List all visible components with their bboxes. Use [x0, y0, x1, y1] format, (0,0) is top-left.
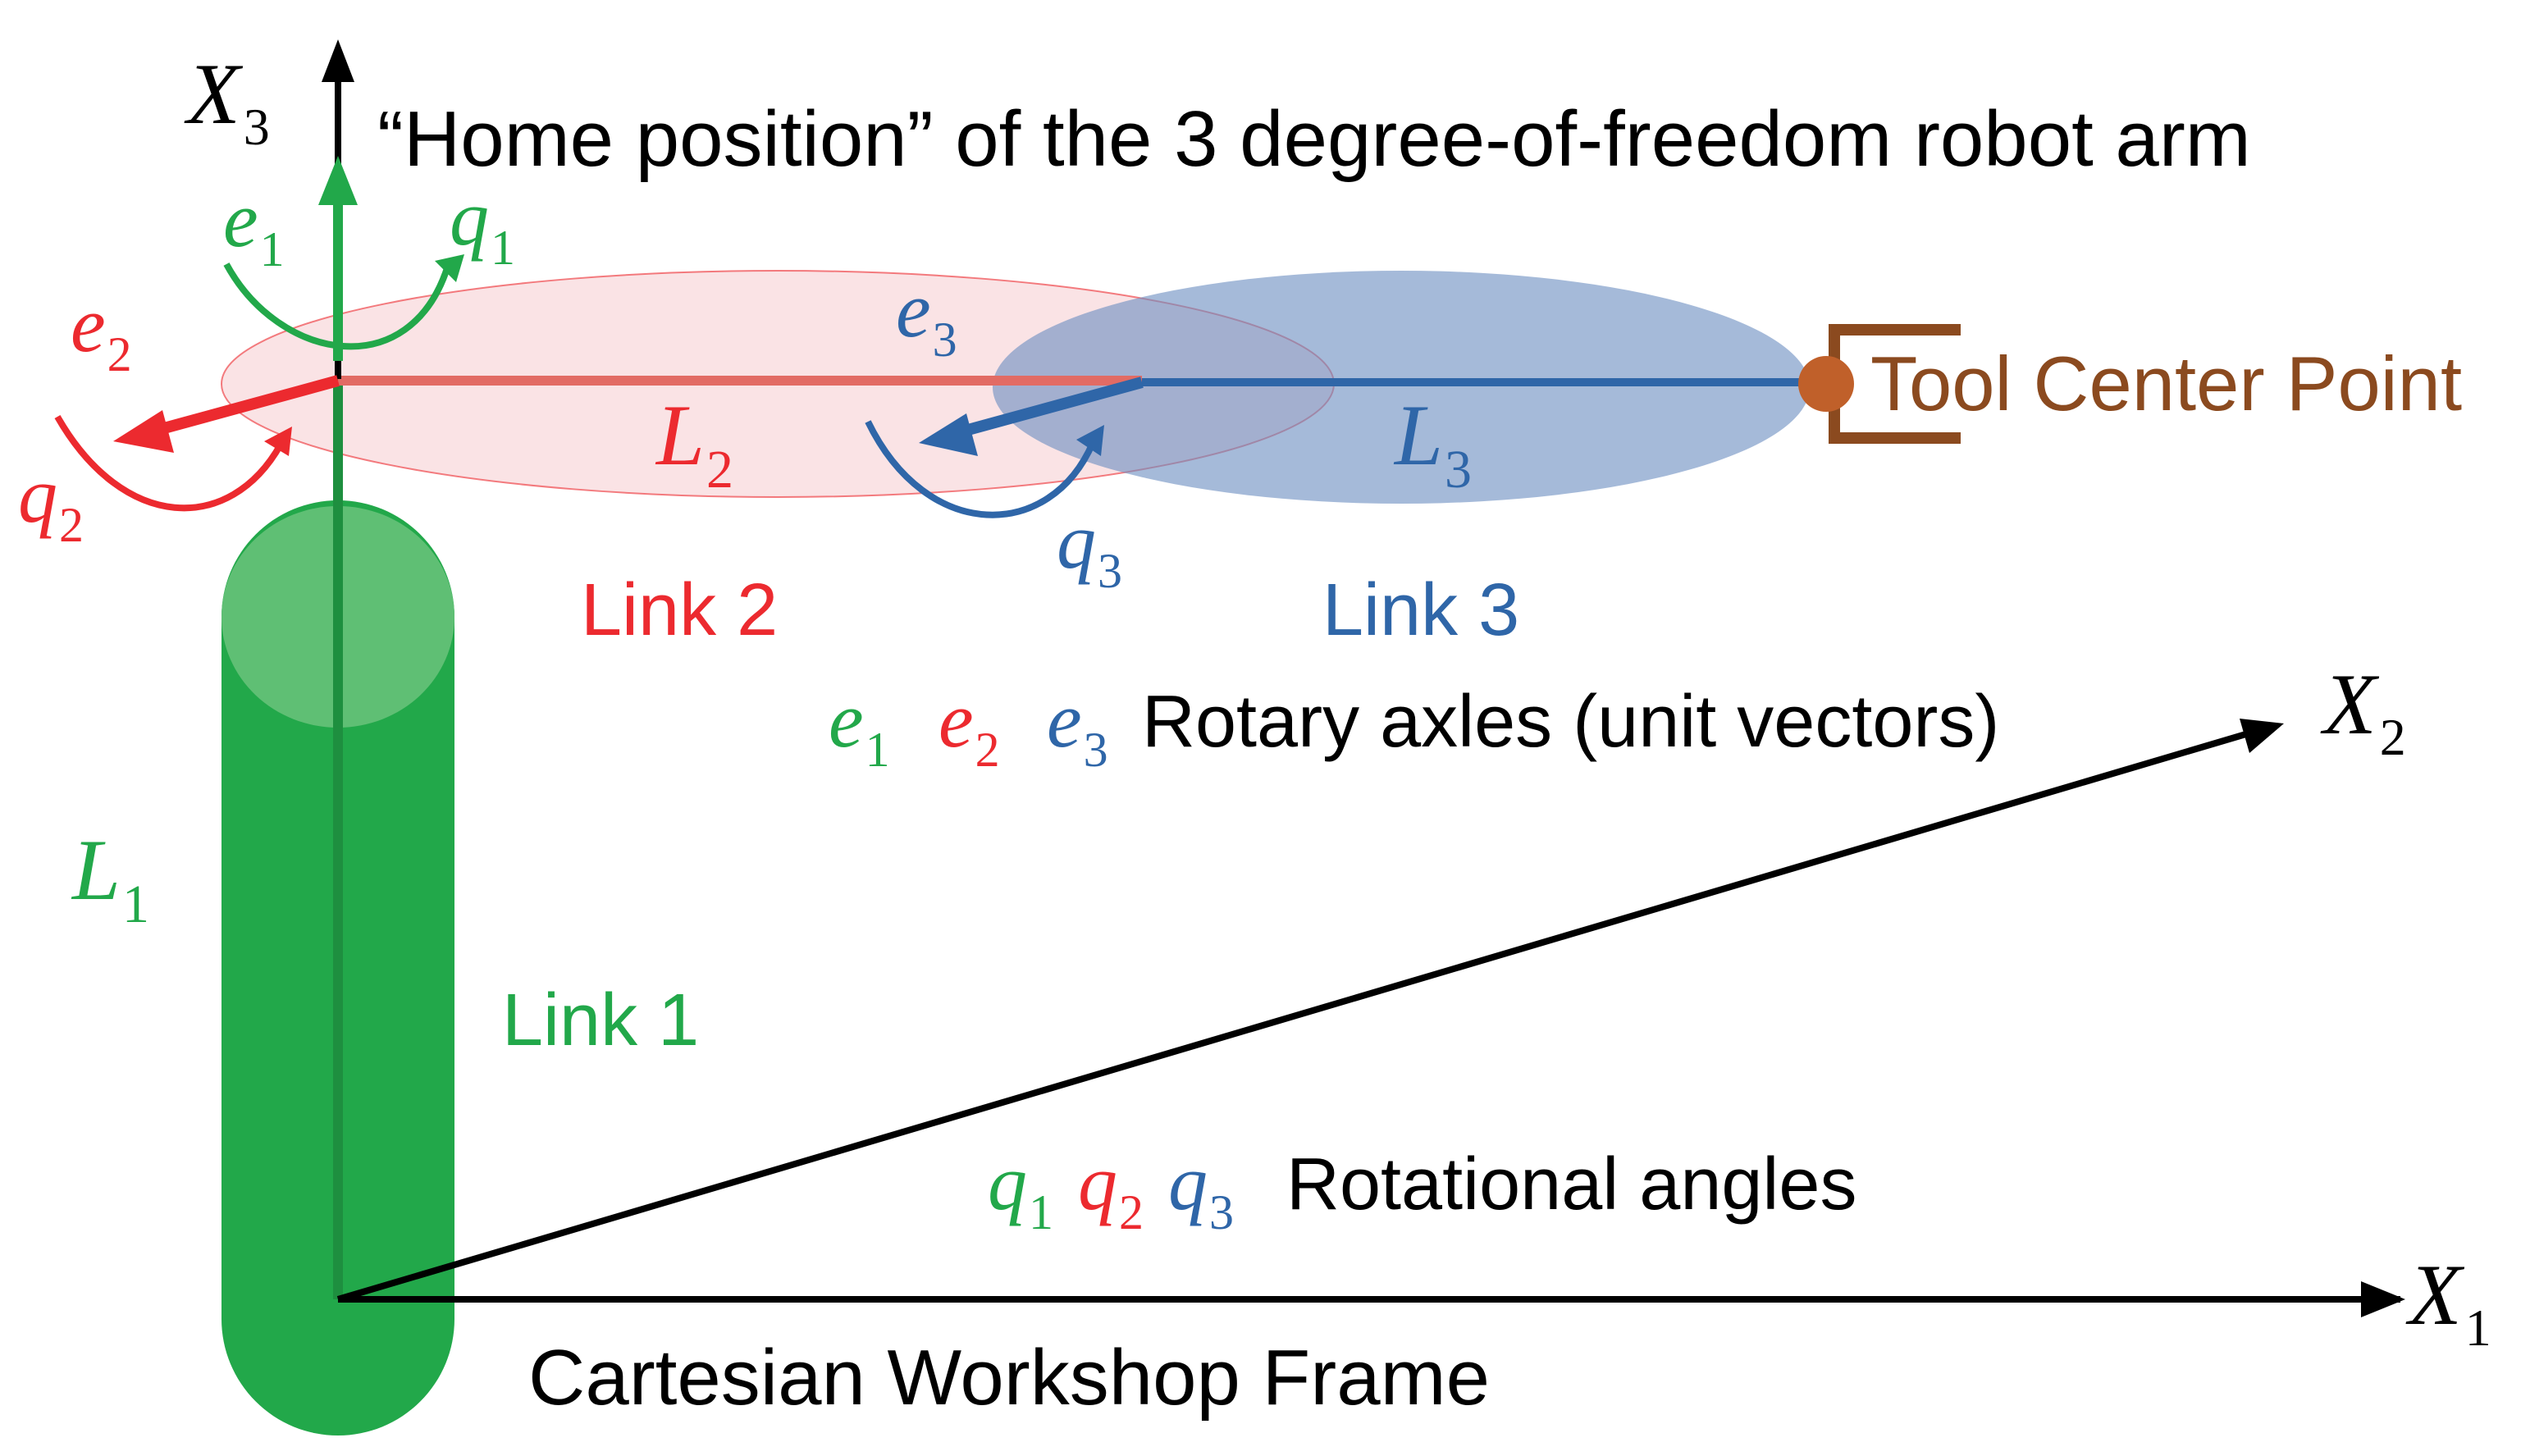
l1-label: L1 [71, 822, 149, 934]
x1-axis-label: X1 [2405, 1247, 2491, 1357]
legend-rotational-angles: q1 q2 q3 Rotational angles [988, 1139, 1856, 1239]
legend-q3: q3 [1168, 1139, 1234, 1239]
legend-rotational-angles-text: Rotational angles [1286, 1143, 1856, 1226]
legend-rotary-axles-text: Rotary axles (unit vectors) [1142, 681, 1999, 763]
cartesian-frame [322, 39, 2405, 1317]
tool-center-point-dot [1798, 356, 1854, 412]
diagram-title: “Home position” of the 3 degree-of-freed… [377, 95, 2251, 183]
e2-label: e2 [71, 281, 132, 381]
e2-axle-arrow [162, 375, 340, 434]
legend-e1: e1 [829, 676, 890, 777]
link2-name: Link 2 [581, 569, 778, 651]
legend-e3: e3 [1047, 676, 1108, 777]
cartesian-frame-label: Cartesian Workshop Frame [528, 1334, 1490, 1422]
q2-label: q2 [18, 451, 84, 552]
l2-label: L2 [655, 387, 733, 500]
legend-q2: q2 [1078, 1139, 1144, 1239]
link1-name: Link 1 [502, 979, 699, 1061]
q1-rotation-arc [223, 262, 451, 350]
tool-center-point-label: Tool Center Point [1870, 340, 2462, 427]
x2-axis-label: X2 [2320, 656, 2406, 766]
l3-label: L3 [1393, 387, 1472, 500]
x3-axis-label: X3 [184, 46, 270, 156]
q3-label: q3 [1057, 497, 1122, 598]
legend-rotary-axles: e1 e2 e3 Rotary axles (unit vectors) [829, 676, 1999, 777]
link3-name: Link 3 [1322, 569, 1519, 651]
x2-axis [336, 723, 2272, 1303]
e3-axle-arrow [966, 377, 1144, 436]
e1-label: e1 [223, 176, 285, 276]
e3-label: e3 [896, 266, 957, 367]
link3-body [993, 271, 1810, 504]
q1-label: q1 [450, 174, 515, 275]
q3-rotation-arc [865, 420, 1096, 518]
q2-rotation-arc [54, 415, 284, 512]
legend-q1: q1 [988, 1139, 1053, 1239]
legend-e2: e2 [938, 676, 1000, 777]
tool-center-point-gripper [1798, 324, 1961, 444]
